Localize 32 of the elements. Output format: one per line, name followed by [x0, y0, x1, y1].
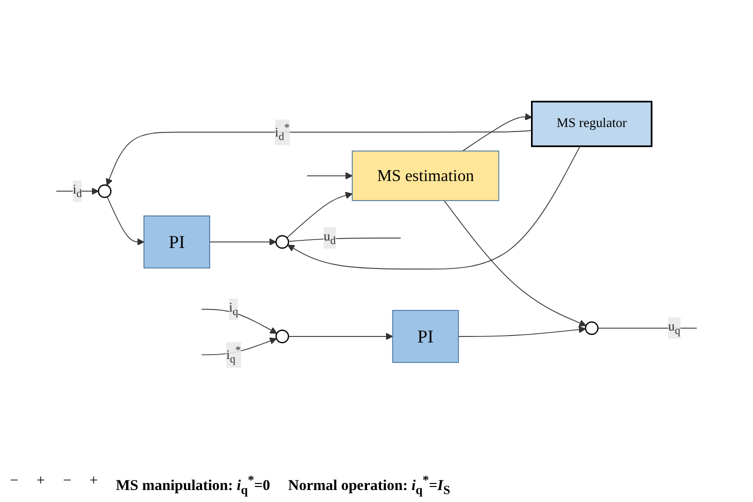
- sign-label: −: [10, 473, 18, 491]
- note-text: MS manipulation: i$_{q}$$^{*}$=0: [116, 473, 270, 498]
- arrow: [106, 130, 532, 186]
- edge-label: i$_{q}$: [228, 300, 238, 318]
- arrow: [306, 172, 353, 180]
- arrow: [106, 196, 144, 246]
- node-box: PI: [144, 215, 210, 268]
- edge-label: u$_{q}$: [668, 320, 680, 336]
- node-circle: [275, 330, 290, 344]
- connector: [288, 238, 402, 242]
- edge-label: u$_{d}$: [324, 230, 336, 246]
- node-circle: [275, 235, 290, 249]
- arrow: [286, 192, 353, 238]
- note-text: Normal operation: i$_{q}$$^{*}$=I$_{S}$: [288, 473, 450, 498]
- node-box: MS estimation: [352, 150, 500, 202]
- arrow: [444, 200, 586, 326]
- arrow: [56, 188, 99, 195]
- arrow: [201, 308, 278, 334]
- sign-label: +: [89, 473, 98, 491]
- arrow: [288, 332, 393, 340]
- node-circle: [584, 321, 599, 335]
- arrow: [458, 326, 586, 337]
- node-box: PI: [392, 310, 459, 363]
- arrow: [209, 238, 276, 246]
- arrow: [287, 146, 580, 270]
- edge-label: i$_{d}$: [72, 182, 82, 200]
- sign-label: −: [62, 473, 72, 491]
- node-box: MS regulator: [531, 100, 652, 148]
- connector: [598, 328, 698, 329]
- arrow: [462, 113, 532, 152]
- sign-label: +: [36, 473, 45, 491]
- node-circle: [98, 184, 112, 198]
